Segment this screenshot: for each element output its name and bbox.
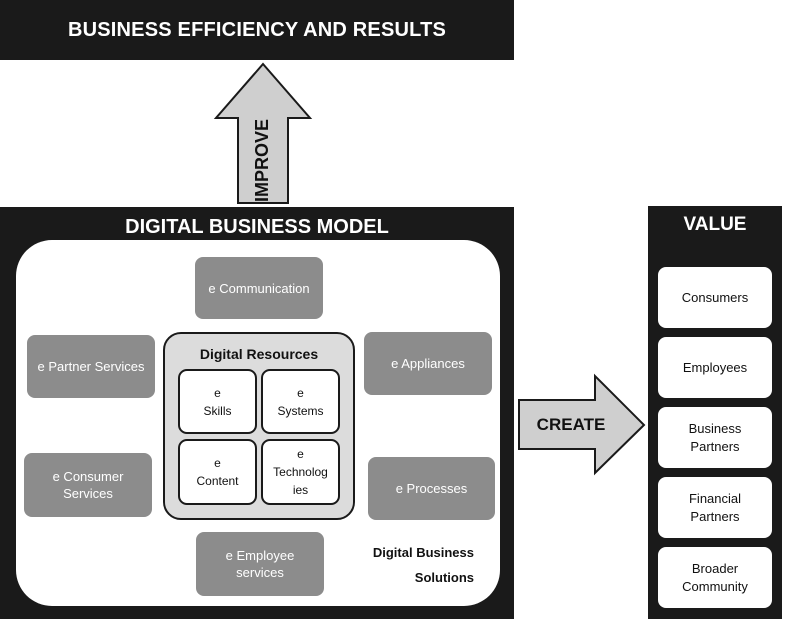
create-arrow-shape	[518, 373, 646, 476]
improve-arrow	[213, 62, 313, 204]
improve-arrow-shape	[213, 62, 313, 204]
value-item-financial-partners: Financial Partners	[658, 477, 772, 538]
digital-business-solutions-label: Digital Business Solutions	[372, 545, 474, 585]
resource-technologies: e Technolog ies	[261, 439, 340, 505]
value-item-employees: Employees	[658, 337, 772, 398]
results-banner-title: BUSINESS EFFICIENCY AND RESULTS	[67, 18, 447, 41]
digital-resources-title: Digital Resources	[199, 346, 319, 362]
solution-e-communication: e Communication	[195, 257, 323, 319]
results-banner: BUSINESS EFFICIENCY AND RESULTS	[0, 0, 514, 60]
solution-e-processes: e Processes	[368, 457, 495, 520]
create-arrow-label: CREATE	[536, 415, 606, 434]
digital-business-model-title: DIGITAL BUSINESS MODEL	[125, 215, 389, 238]
value-item-consumers: Consumers	[658, 267, 772, 328]
solution-e-employee-services: e Employee services	[196, 532, 324, 596]
resource-content: e Content	[178, 439, 257, 505]
solution-e-consumer-services: e Consumer Services	[24, 453, 152, 517]
resource-systems: e Systems	[261, 369, 340, 434]
value-item-business-partners: Business Partners	[658, 407, 772, 468]
create-arrow	[518, 373, 646, 476]
value-item-broader-community: Broader Community	[658, 547, 772, 608]
value-title: VALUE	[683, 214, 747, 235]
resource-skills: e Skills	[178, 369, 257, 434]
solution-e-appliances: e Appliances	[364, 332, 492, 395]
improve-arrow-label: IMPROVE	[252, 118, 273, 202]
solution-e-partner-services: e Partner Services	[27, 335, 155, 398]
